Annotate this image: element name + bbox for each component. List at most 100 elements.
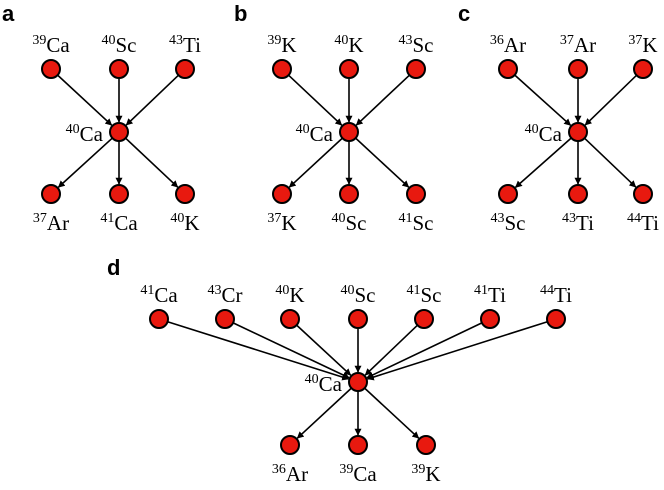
label-out-d-2-symbol: K (425, 462, 440, 486)
label-in-c-2-mass: 37 (628, 33, 642, 48)
label-out-c-0-mass: 43 (491, 211, 505, 226)
label-center-b-mass: 40 (296, 122, 310, 137)
label-in-d-4-mass: 41 (407, 283, 421, 298)
node-out-c-1 (568, 184, 588, 204)
node-out-a-1 (109, 184, 129, 204)
node-in-d-5 (480, 309, 500, 329)
label-in-c-1-symbol: Ar (574, 33, 596, 57)
label-out-b-2-mass: 41 (399, 211, 413, 226)
edge-out-a-2 (125, 137, 179, 188)
label-in-a-2-mass: 43 (169, 33, 183, 48)
label-in-d-6-symbol: Ti (554, 283, 572, 307)
label-in-c-2: 37K (628, 33, 657, 57)
edge-in-b-2 (355, 74, 410, 126)
label-out-b-2-symbol: Sc (413, 211, 434, 235)
label-center-c-mass: 40 (525, 122, 539, 137)
edge-out-d-2 (364, 387, 420, 439)
label-in-c-1: 37Ar (560, 33, 596, 57)
node-in-a-1 (109, 59, 129, 79)
label-in-d-6: 44Ti (540, 283, 572, 307)
label-in-a-2: 43Ti (169, 33, 201, 57)
edge-in-c-2 (584, 74, 638, 126)
edge-out-c-0 (514, 137, 572, 188)
node-in-d-2 (280, 309, 300, 329)
label-center-b: 40Ca (296, 122, 334, 146)
label-in-d-4: 41Sc (407, 283, 442, 307)
label-in-b-1-symbol: K (348, 33, 363, 57)
label-in-b-0: 39K (267, 33, 296, 57)
label-out-c-2-symbol: Ti (641, 211, 659, 235)
label-in-d-3-symbol: Sc (355, 283, 376, 307)
label-out-c-1-symbol: Ti (576, 211, 594, 235)
label-center-b-symbol: Ca (310, 122, 334, 146)
label-in-d-1-symbol: Cr (222, 283, 243, 307)
edge-in-a-0 (57, 74, 113, 126)
label-out-d-2: 39K (411, 462, 440, 486)
edge-in-a-2 (125, 74, 180, 126)
node-in-a-0 (41, 59, 61, 79)
label-out-c-0: 43Sc (491, 211, 526, 235)
label-in-b-1: 40K (334, 33, 363, 57)
node-out-b-0 (272, 184, 292, 204)
edge-out-b-0 (288, 137, 343, 188)
label-out-c-2: 44Ti (627, 211, 659, 235)
label-in-d-0: 41Ca (140, 283, 178, 307)
label-in-d-0-mass: 41 (140, 283, 154, 298)
node-center-b (339, 122, 359, 142)
label-out-b-1-symbol: Sc (346, 211, 367, 235)
label-out-d-1-symbol: Ca (353, 462, 377, 486)
node-in-d-0 (149, 309, 169, 329)
edge-out-d-0 (296, 387, 352, 439)
edge-out-b-2 (355, 137, 410, 188)
label-in-b-1-mass: 40 (334, 33, 348, 48)
edge-in-d-4 (364, 324, 419, 376)
edge-in-d-1 (232, 322, 350, 379)
label-out-d-2-mass: 39 (411, 462, 425, 477)
label-out-c-1-mass: 43 (562, 211, 576, 226)
node-in-a-2 (175, 59, 195, 79)
edge-in-d-6 (366, 320, 548, 381)
label-in-b-2-mass: 43 (399, 33, 413, 48)
label-in-d-5: 41Ti (474, 283, 506, 307)
label-out-b-1: 40Sc (332, 211, 367, 235)
node-in-d-4 (414, 309, 434, 329)
node-out-a-0 (41, 184, 61, 204)
edge-in-d-5 (366, 322, 483, 379)
label-in-c-0: 36Ar (490, 33, 526, 57)
label-out-b-0-symbol: K (281, 211, 296, 235)
label-out-d-1-mass: 39 (339, 462, 353, 477)
label-in-c-2-symbol: K (642, 33, 657, 57)
label-in-d-6-mass: 44 (540, 283, 554, 298)
label-out-a-2-symbol: K (184, 211, 199, 235)
label-center-a-symbol: Ca (80, 122, 104, 146)
label-in-c-0-symbol: Ar (504, 33, 526, 57)
label-out-b-2: 41Sc (399, 211, 434, 235)
label-center-c: 40Ca (525, 122, 563, 146)
label-out-a-2: 40K (170, 211, 199, 235)
label-out-a-0-symbol: Ar (47, 211, 69, 235)
label-in-d-1-mass: 43 (208, 283, 222, 298)
label-in-d-2-symbol: K (289, 283, 304, 307)
label-in-d-4-symbol: Sc (421, 283, 442, 307)
panel-letter-c: c (458, 1, 470, 26)
label-out-c-1: 43Ti (562, 211, 594, 235)
label-out-c-2-mass: 44 (627, 211, 641, 226)
label-out-d-0-symbol: Ar (286, 462, 308, 486)
label-out-a-1: 41Ca (100, 211, 138, 235)
label-in-d-5-mass: 41 (474, 283, 488, 298)
edge-in-b-0 (288, 74, 343, 126)
node-in-d-6 (546, 309, 566, 329)
node-in-b-1 (339, 59, 359, 79)
label-in-c-0-mass: 36 (490, 33, 504, 48)
label-in-a-2-symbol: Ti (183, 33, 201, 57)
label-in-d-2-mass: 40 (275, 283, 289, 298)
label-out-a-0: 37Ar (33, 211, 69, 235)
label-in-b-0-mass: 39 (267, 33, 281, 48)
node-out-a-2 (175, 184, 195, 204)
label-out-a-0-mass: 37 (33, 211, 47, 226)
node-center-c (568, 122, 588, 142)
node-in-c-2 (633, 59, 653, 79)
label-in-a-1-mass: 40 (102, 33, 116, 48)
label-out-a-1-mass: 41 (100, 211, 114, 226)
